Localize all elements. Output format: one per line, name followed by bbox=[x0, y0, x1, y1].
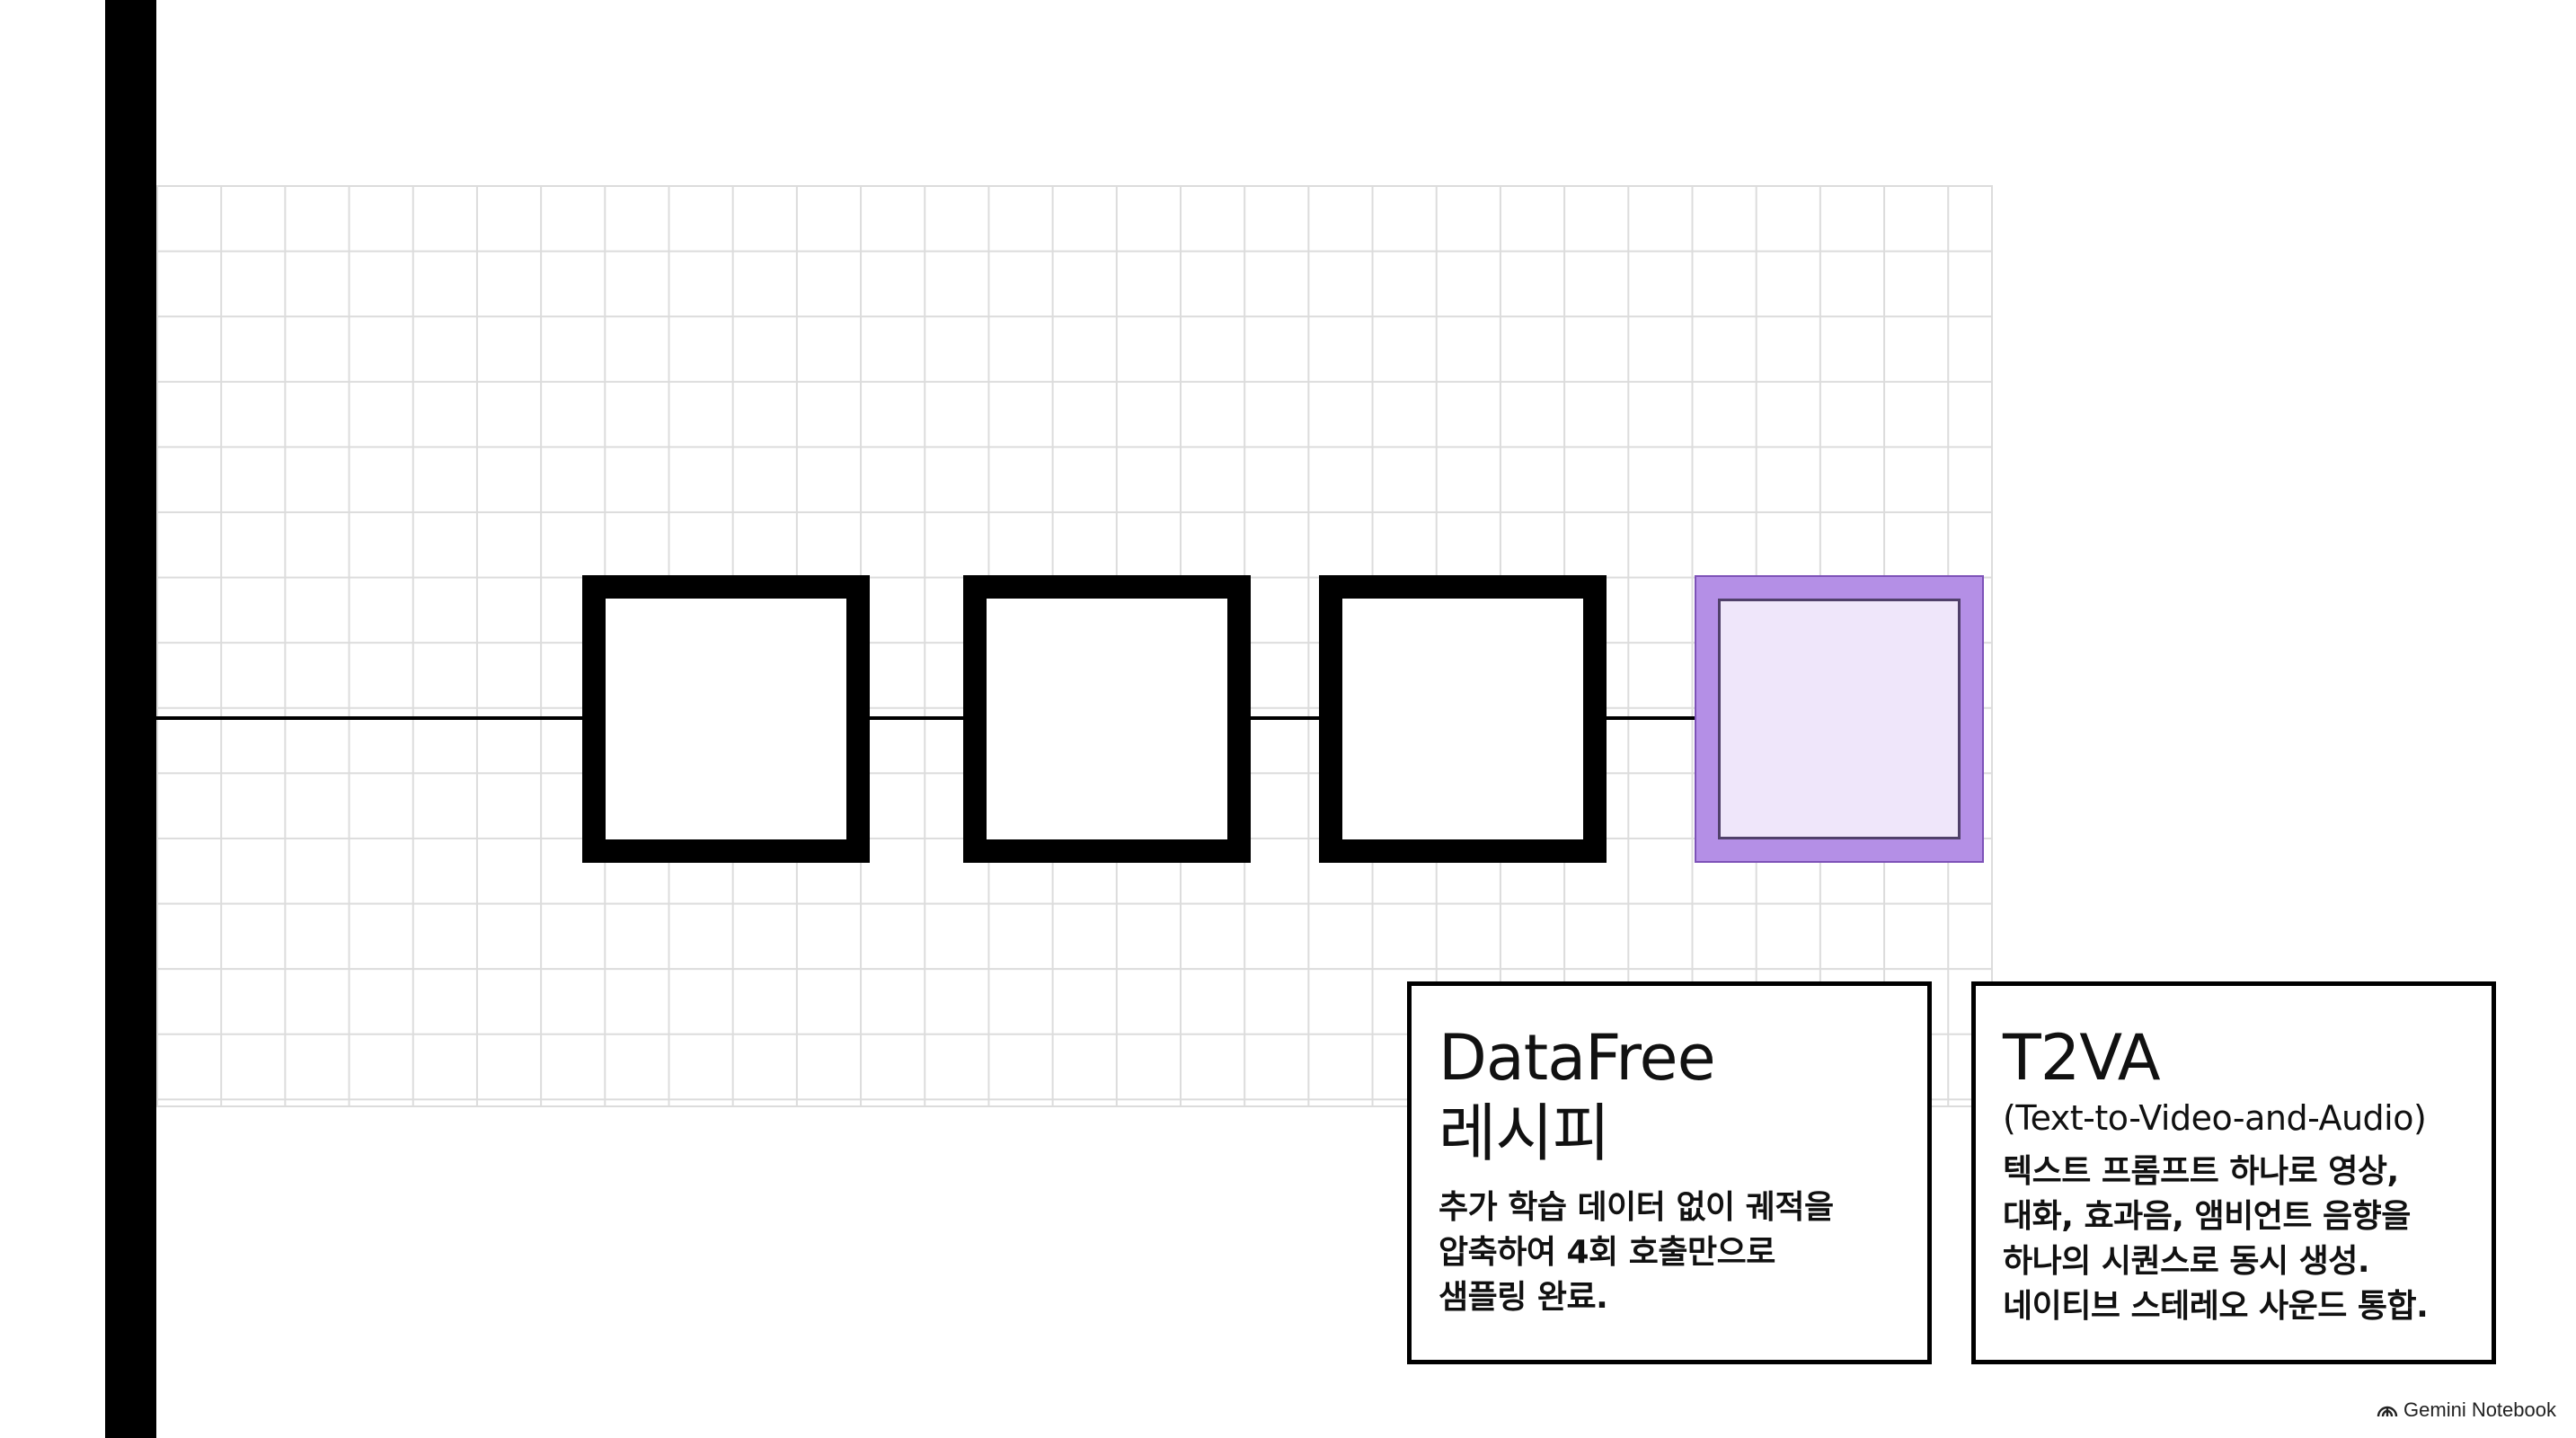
gemini-notebook-logo-icon bbox=[2377, 1402, 2398, 1418]
t2va-card-body-line: 하나의 시퀀스로 동시 생성. bbox=[2003, 1243, 2370, 1280]
process-block-1 bbox=[582, 575, 870, 863]
t2va-card-title: T2VA bbox=[2003, 1021, 2161, 1095]
process-block-final-inner bbox=[1718, 599, 1961, 839]
t2va-card-body-line: 네이티브 스테레오 사운드 통합. bbox=[2003, 1288, 2429, 1325]
datafree-card-body-line: 압축하여 4회 호출만으로 bbox=[1438, 1234, 1775, 1271]
datafree-card-title-line2: 레시피 bbox=[1438, 1096, 1610, 1170]
connector-line-3-4 bbox=[1607, 716, 1695, 720]
datafree-card: DataFree 레시피 추가 학습 데이터 없이 궤적을 압축하여 4회 호출… bbox=[1407, 981, 1932, 1364]
process-block-3 bbox=[1319, 575, 1607, 863]
datafree-card-title-line1: DataFree bbox=[1438, 1021, 1716, 1095]
connector-line-2-3 bbox=[1251, 716, 1319, 720]
connector-line-1-2 bbox=[870, 716, 963, 720]
connector-line-start bbox=[156, 716, 582, 720]
t2va-card-body-line: 텍스트 프롬프트 하나로 영상, bbox=[2003, 1153, 2399, 1190]
brand-label: Gemini Notebook bbox=[2403, 1398, 2556, 1421]
t2va-card: T2VA (Text-to-Video-and-Audio) 텍스트 프롬프트 … bbox=[1971, 981, 2496, 1364]
process-block-final-highlighted bbox=[1695, 575, 1984, 863]
left-vertical-bar bbox=[105, 0, 156, 1438]
process-block-2 bbox=[963, 575, 1251, 863]
brand-watermark: Gemini Notebook bbox=[2377, 1398, 2556, 1422]
t2va-card-body-line: 대화, 효과음, 앰비언트 음향을 bbox=[2003, 1198, 2411, 1235]
datafree-card-body-line: 샘플링 완료. bbox=[1438, 1279, 1608, 1316]
t2va-card-subtitle: (Text-to-Video-and-Audio) bbox=[2003, 1098, 2427, 1138]
datafree-card-body-line: 추가 학습 데이터 없이 궤적을 bbox=[1438, 1189, 1834, 1226]
